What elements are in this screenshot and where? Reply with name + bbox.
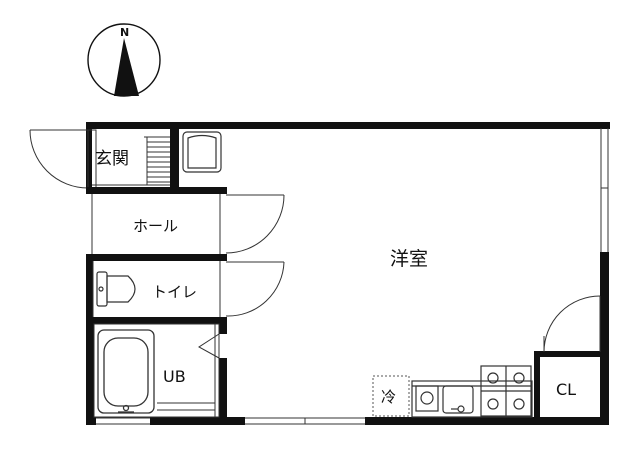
closet-wall-top bbox=[538, 351, 604, 357]
fridge-label: 冷 bbox=[381, 388, 396, 406]
wall-left-upper bbox=[86, 122, 92, 188]
window-right bbox=[600, 128, 609, 252]
room-label-genkan: 玄関 bbox=[95, 149, 129, 169]
room-label-toilet: トイレ bbox=[152, 283, 197, 301]
wall-hall-top bbox=[86, 187, 226, 194]
wall-laundry bbox=[170, 129, 179, 188]
bath-room-lines bbox=[93, 323, 220, 418]
toilet-bowl-icon bbox=[96, 271, 136, 307]
sink-icon bbox=[442, 385, 474, 414]
stove-burner-icon bbox=[420, 391, 434, 405]
toilet-door bbox=[225, 261, 285, 317]
entrance-step bbox=[92, 136, 170, 186]
wall-hall-bottom bbox=[86, 254, 226, 261]
entrance-door bbox=[29, 129, 89, 189]
compass-north-label: N bbox=[120, 26, 129, 39]
cooktop-icon bbox=[480, 365, 532, 417]
kitchen-counter-frame bbox=[411, 380, 533, 418]
closet: CL bbox=[534, 351, 604, 424]
north-arrow-icon bbox=[114, 38, 139, 96]
compass: N bbox=[87, 23, 161, 97]
kitchen-counter bbox=[411, 380, 533, 418]
washer-space bbox=[182, 131, 222, 173]
fridge-space: 冷 bbox=[372, 375, 410, 417]
hall-door bbox=[225, 194, 285, 254]
stove-top-icon bbox=[415, 385, 439, 412]
interior-walls bbox=[86, 187, 227, 425]
room-label-western-room: 洋室 bbox=[390, 248, 428, 270]
wall-left-bath bbox=[86, 322, 94, 425]
wall-bottom-mid bbox=[150, 417, 245, 425]
wall-core-right-4 bbox=[219, 358, 227, 425]
window-bath bbox=[96, 417, 150, 425]
faucet-icon bbox=[457, 405, 465, 413]
wall-bottom-right bbox=[365, 417, 609, 425]
exterior-walls bbox=[86, 122, 610, 425]
window-bottom bbox=[245, 417, 365, 425]
room-label-closet: CL bbox=[556, 380, 576, 399]
wall-core-right-1 bbox=[219, 187, 227, 194]
wall-core-right-2 bbox=[219, 254, 227, 261]
room-label-bath: UB bbox=[163, 367, 186, 386]
room-label-hall: ホール bbox=[133, 217, 178, 235]
wall-core-right-3 bbox=[219, 317, 227, 334]
toilet-room-lines bbox=[92, 261, 221, 317]
wall-toilet-bottom bbox=[86, 317, 226, 324]
bath-door bbox=[198, 333, 220, 359]
bathtub-icon bbox=[97, 329, 155, 414]
wall-right-lower bbox=[600, 252, 609, 424]
wall-top bbox=[86, 122, 610, 129]
hall-side-line bbox=[91, 194, 221, 254]
closet-door bbox=[543, 295, 601, 353]
closet-wall-left bbox=[534, 351, 540, 424]
